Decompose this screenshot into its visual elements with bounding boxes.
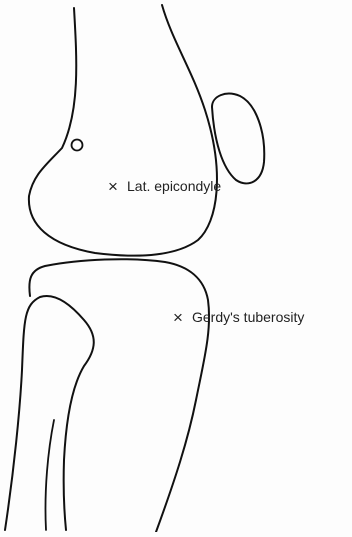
lat-epicondyle-label: Lat. epicondyle: [127, 178, 221, 194]
gerdys-tuberosity-label: Gerdy's tuberosity: [192, 309, 304, 325]
lat-epicondyle-x-icon: ×: [108, 177, 118, 196]
gerdys-tuberosity-marker: × Gerdy's tuberosity: [173, 308, 304, 327]
gerdys-tuberosity-x-icon: ×: [173, 308, 183, 327]
